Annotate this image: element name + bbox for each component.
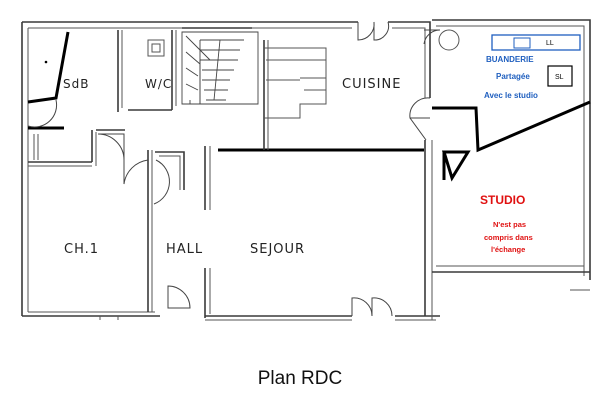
water-heater-icon	[438, 29, 460, 51]
room-label-sdb: SdB	[63, 77, 89, 91]
interior-walls	[28, 27, 327, 320]
heavy-partitions	[27, 31, 591, 182]
buanderie-with-studio: Avec le studio	[484, 91, 538, 100]
room-label-wc: W/C	[145, 77, 172, 91]
studio-note-line2: compris dans	[484, 233, 533, 242]
studio-note-line1: N'est pas	[493, 220, 526, 229]
buanderie-shared: Partagée	[496, 72, 530, 81]
ll-label: LL	[546, 40, 554, 47]
studio-note-line3: l'échange	[491, 245, 525, 254]
room-label-hall: HALL	[166, 242, 203, 257]
buanderie-title: BUANDERIE	[486, 55, 534, 64]
doors	[27, 21, 441, 317]
studio-title: STUDIO	[480, 193, 525, 207]
room-label-ch1: CH.1	[64, 242, 99, 257]
room-label-cuisine: CUISINE	[342, 77, 401, 92]
staircase	[181, 31, 259, 105]
studio-walls	[432, 19, 591, 291]
room-label-sejour: SEJOUR	[250, 242, 305, 257]
sl-label: SL	[555, 74, 564, 81]
sl-appliance-box	[547, 65, 573, 87]
ll-appliance-box	[491, 34, 581, 51]
plan-caption: Plan RDC	[257, 368, 343, 389]
outer-walls	[21, 21, 440, 321]
